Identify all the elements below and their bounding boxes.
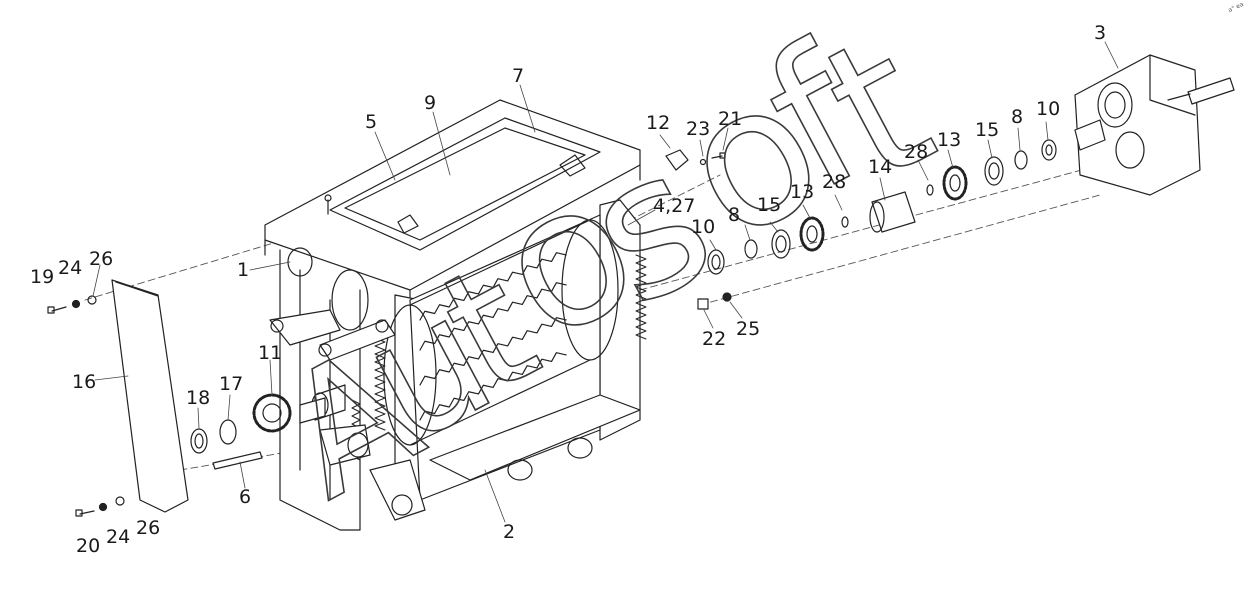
callout-label: 12 (646, 112, 671, 134)
callout-label: 2 (503, 521, 516, 543)
callout-label: 13 (790, 181, 815, 203)
callout-label: 24 (58, 257, 83, 279)
callout-label: 25 (736, 318, 761, 340)
leader-lines (92, 41, 1119, 523)
gear-part-13a (799, 216, 825, 252)
callout-label: 24 (106, 526, 131, 548)
callout-label: 13 (937, 129, 962, 151)
callout-label: 4,27 (653, 195, 696, 217)
callout-label: 22 (702, 328, 727, 350)
callout-label: 3 (1094, 22, 1107, 44)
callout-label: 10 (691, 216, 716, 238)
callout-label: 23 (686, 118, 711, 140)
top-frame-part-7 (264, 99, 641, 306)
callout-label: 8 (728, 204, 741, 226)
callout-label: 18 (186, 387, 211, 409)
callout-label: 8 (1011, 106, 1024, 128)
gear-part-13b (942, 165, 968, 201)
sleeve-part-14 (869, 191, 916, 233)
drive-rings (707, 139, 1057, 275)
lever-linkage (269, 309, 396, 361)
callout-label: 14 (868, 156, 893, 178)
callout-label: 19 (30, 266, 55, 288)
callout-label: 28 (904, 141, 929, 163)
frame-hub (311, 384, 426, 521)
callout-label: 16 (72, 371, 97, 393)
callout-label: 15 (975, 119, 1000, 141)
gearbox-part-3 (1074, 54, 1235, 196)
callout-label: 7 (512, 65, 525, 87)
callout-label: 20 (76, 535, 101, 557)
callout-label: 28 (822, 171, 847, 193)
fasteners (47, 149, 732, 517)
callout-label: 26 (89, 248, 114, 270)
callout-label: 9 (424, 92, 437, 114)
callout-label: 10 (1036, 98, 1061, 120)
rotor-drum (383, 219, 641, 481)
callout-label: 21 (718, 108, 743, 130)
callout-label: 17 (219, 373, 244, 395)
callout-label: 26 (136, 517, 161, 539)
callout-label: 5 (365, 111, 378, 133)
callout-label: 15 (757, 194, 782, 216)
callout-label: 11 (258, 342, 283, 364)
callout-label: 1 (237, 259, 250, 281)
cover-plate-part-16 (111, 279, 189, 513)
callout-label: 6 (239, 486, 252, 508)
